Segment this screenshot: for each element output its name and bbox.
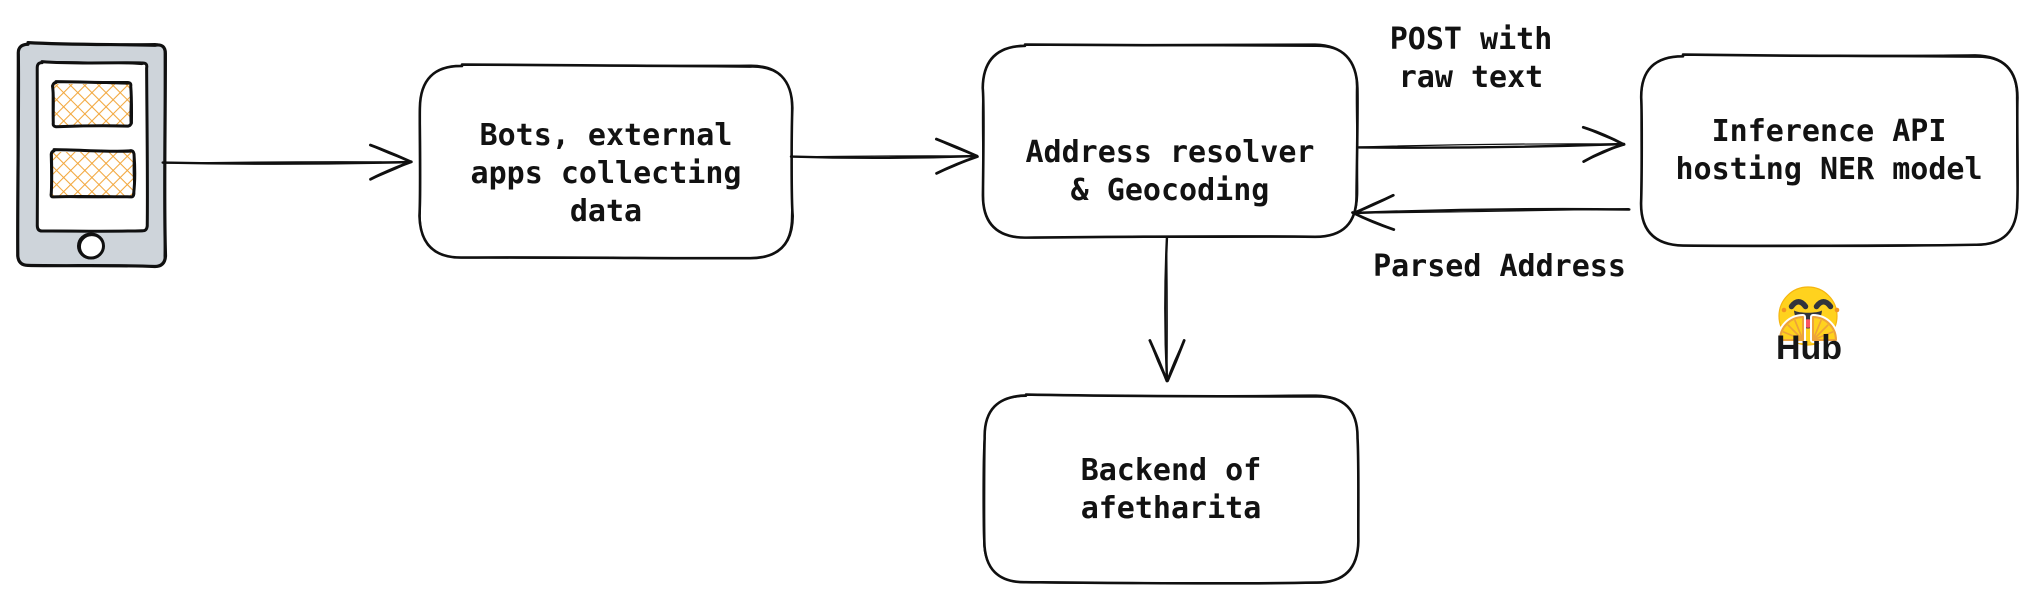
text-line: data [569,194,643,229]
edge-label-parsed-address: Parsed Address [1357,249,1642,285]
text-line: Parsed Address [1373,249,1626,284]
edge-phone-to-bots [161,143,413,181]
edge-label-post-raw-text: POST with raw text [1356,21,1586,97]
edge-bots-to-resolver [789,137,979,175]
node-label-backend: Backend of afetharita [984,396,1358,583]
node-backend-box [982,393,1360,585]
edge-inference-to-resolver [1351,193,1631,231]
node-bots-box [418,63,794,260]
text-line: Backend of [1080,452,1262,488]
node-label-inference: Inference API hosting NER model [1641,56,2017,245]
text-line: Inference API [1711,113,1947,149]
hub-label: Hub [1775,329,1843,367]
text-line: POST with [1389,22,1553,57]
text-line: & Geocoding [1070,172,1270,208]
text-line: Bots, external [479,118,733,153]
mobile-phone-icon [16,41,168,269]
text-line: hosting NER model [1675,151,1983,187]
hugging-face-emoji [1777,286,1840,346]
node-inference-box [1639,53,2019,248]
text-line: Address resolver [1025,134,1315,170]
text-line: raw text [1398,60,1544,95]
edge-resolver-to-inference [1357,125,1626,163]
edge-resolver-to-backend [1148,237,1186,383]
node-resolver-box [981,43,1359,239]
node-label-resolver: Address resolver & Geocoding [983,46,1357,267]
text-line: apps collecting [470,156,742,191]
text-line: afetharita [1080,490,1262,526]
node-label-bots: Bots, external apps collecting data [420,66,792,270]
